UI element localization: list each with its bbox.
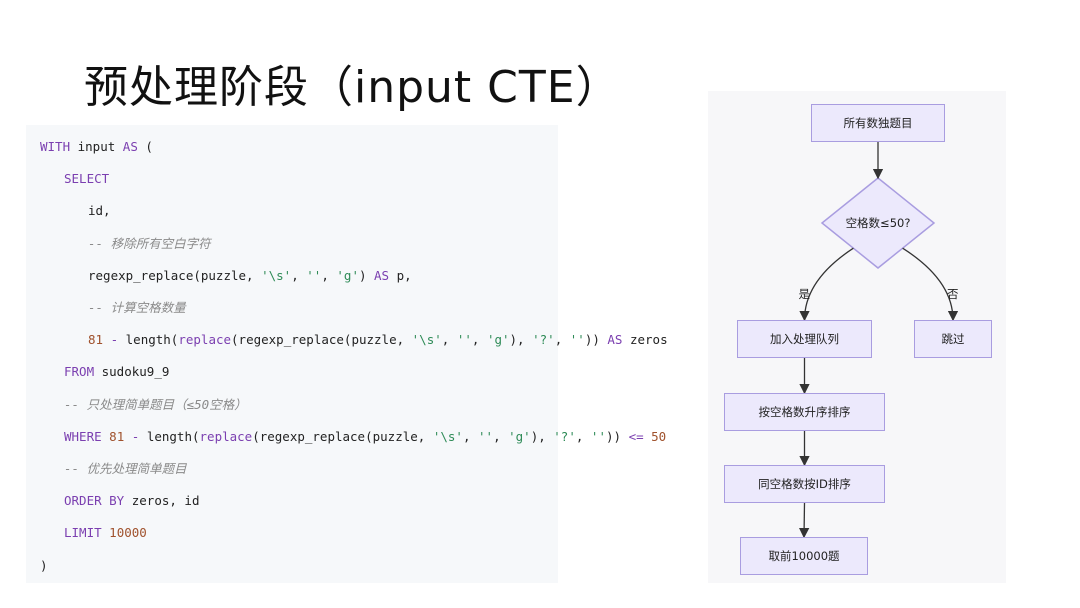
code-token: , bbox=[291, 267, 307, 283]
code-line: -- 计算空格数量 bbox=[88, 297, 186, 319]
code-line: ORDER BY zeros, id bbox=[64, 490, 199, 512]
flow-node-all: 所有数独题目 bbox=[811, 104, 945, 142]
flow-node-sort_zeros: 按空格数升序排序 bbox=[724, 393, 885, 431]
flow-node-check: 空格数≤50? bbox=[845, 216, 911, 230]
flow-node-limit: 取前10000题 bbox=[740, 537, 868, 575]
code-line: WHERE 81 - length(replace(regexp_replace… bbox=[64, 426, 666, 448]
code-token: 10000 bbox=[109, 525, 147, 541]
code-token: WITH bbox=[40, 139, 71, 154]
code-token: 50 bbox=[651, 428, 667, 444]
code-token: ), bbox=[530, 428, 554, 444]
flow-node-sort_id: 同空格数按ID排序 bbox=[724, 465, 885, 503]
code-line: -- 优先处理简单题目 bbox=[64, 458, 187, 480]
code-token: '\s' bbox=[432, 428, 463, 444]
code-token: (regexp_replace(puzzle, bbox=[231, 332, 412, 348]
code-line: ) bbox=[40, 555, 48, 577]
code-token: input bbox=[70, 139, 123, 154]
code-token: , bbox=[493, 428, 509, 444]
code-line: 81 - length(replace(regexp_replace(puzzl… bbox=[88, 329, 668, 351]
code-line: SELECT bbox=[64, 168, 109, 190]
code-token: p, bbox=[389, 267, 412, 283]
code-block: WITH input AS ( SELECT id, -- 移除所有空白字符 regex… bbox=[26, 125, 668, 583]
code-token: zeros bbox=[622, 332, 668, 348]
code-token: , bbox=[462, 428, 478, 444]
code-line: -- 只处理简单题目（≤50空格） bbox=[64, 394, 247, 416]
code-token: , bbox=[441, 332, 457, 348]
code-token: ) bbox=[358, 267, 375, 283]
code-token: id, bbox=[88, 203, 111, 219]
code-line: FROM sudoku9_9 bbox=[64, 361, 169, 383]
code-token bbox=[103, 332, 111, 347]
code-token: ) bbox=[40, 557, 48, 573]
code-token: -- 只处理简单题目（≤50空格） bbox=[64, 396, 247, 412]
code-line: -- 移除所有空白字符 bbox=[88, 233, 211, 255]
code-line: WITH input AS ( bbox=[40, 136, 153, 158]
code-token: ), bbox=[509, 332, 533, 348]
code-token: 'g' bbox=[486, 332, 510, 348]
flow-edge-sort_id-limit bbox=[798, 502, 810, 539]
slide-title: 预处理阶段（input CTE） bbox=[84, 62, 621, 113]
code-token: 'g' bbox=[336, 267, 359, 283]
code-token: , bbox=[554, 332, 570, 348]
code-token: FROM bbox=[64, 364, 95, 380]
code-token: , bbox=[321, 267, 337, 283]
code-token: -- 移除所有空白字符 bbox=[88, 235, 211, 251]
code-token bbox=[124, 429, 132, 444]
code-token: '' bbox=[306, 267, 322, 283]
code-token: SELECT bbox=[64, 171, 110, 187]
flow-node-skip: 跳过 bbox=[914, 320, 992, 358]
code-token: AS bbox=[607, 332, 623, 348]
code-token: , bbox=[471, 332, 487, 348]
code-token: - bbox=[131, 428, 140, 444]
code-token: - bbox=[110, 332, 119, 348]
code-token: )) bbox=[605, 428, 629, 444]
code-line: LIMIT 10000 bbox=[64, 522, 147, 544]
code-token: '' bbox=[478, 428, 494, 444]
code-token: 'g' bbox=[508, 428, 531, 444]
code-token: 81 bbox=[109, 428, 125, 444]
code-token: '\s' bbox=[261, 267, 292, 283]
code-token: ORDER BY bbox=[64, 493, 125, 509]
code-token: LIMIT bbox=[64, 525, 102, 541]
code-line: regexp_replace(puzzle, '\s', '', 'g') AS… bbox=[88, 265, 412, 287]
code-token: , bbox=[575, 428, 591, 444]
flowchart: 所有数独题目空格数≤50? 加入处理队列 跳过按空格数升序排序同空格数按ID排序取前… bbox=[708, 91, 1006, 583]
code-token: '?' bbox=[532, 332, 555, 348]
code-token: '' bbox=[569, 332, 585, 348]
code-token: '' bbox=[590, 428, 606, 444]
flow-edge-label: 是 bbox=[798, 287, 811, 301]
flow-edge-check-skip bbox=[902, 247, 959, 322]
code-token: (regexp_replace(puzzle, bbox=[252, 428, 433, 444]
code-token: <= bbox=[628, 428, 644, 444]
code-token: )) bbox=[584, 332, 608, 348]
flow-edge-label: 否 bbox=[947, 287, 959, 301]
code-token: replace bbox=[178, 332, 232, 348]
flow-node-check-shape bbox=[820, 177, 936, 269]
code-token: replace bbox=[199, 428, 253, 444]
code-token: -- 优先处理简单题目 bbox=[64, 461, 187, 476]
code-token: '?' bbox=[553, 428, 576, 444]
code-token: '\s' bbox=[411, 332, 442, 348]
code-token: AS bbox=[122, 139, 138, 154]
code-token: length( bbox=[139, 428, 200, 444]
code-token: '' bbox=[456, 332, 472, 348]
flow-node-queue: 加入处理队列 bbox=[737, 320, 872, 358]
code-line: id, bbox=[88, 200, 111, 222]
code-token: -- 计算空格数量 bbox=[88, 300, 186, 315]
flow-edge-check-queue bbox=[799, 247, 854, 322]
code-token: AS bbox=[374, 267, 390, 283]
code-token: zeros, id bbox=[124, 493, 200, 509]
code-token: WHERE bbox=[64, 428, 102, 444]
code-token: regexp_replace(puzzle, bbox=[88, 267, 262, 283]
code-token: length( bbox=[118, 332, 179, 348]
flowchart-edges bbox=[798, 142, 959, 539]
code-token: ( bbox=[137, 139, 153, 154]
code-token: sudoku9_9 bbox=[94, 364, 170, 380]
code-token: 81 bbox=[88, 332, 104, 348]
